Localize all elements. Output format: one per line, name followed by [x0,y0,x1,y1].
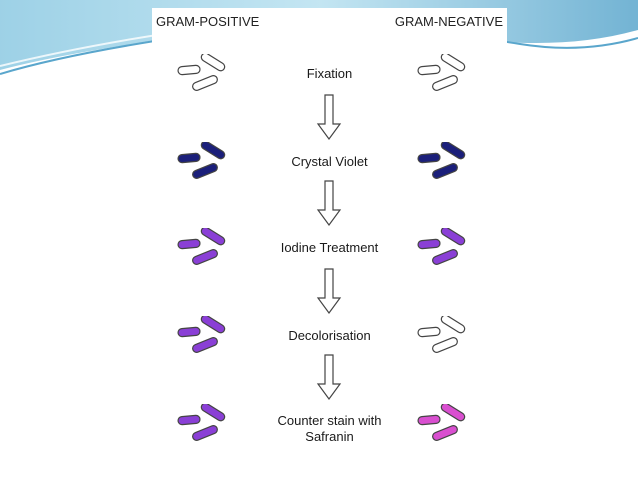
bacteria-rods-icon [417,316,466,353]
down-arrow-icon [316,180,342,226]
bacteria-rods-icon [417,228,466,265]
gram-stain-diagram: GRAM-POSITIVE GRAM-NEGATIVE Fixation Cry… [152,8,507,460]
bacteria-rods-icon [177,316,226,353]
bacteria-rods-icon [417,54,466,91]
step-decolorisation-label: Decolorisation [288,328,371,343]
bacteria-rods-icon [417,404,466,441]
down-arrow-icon [316,354,342,400]
step-counterstain-line1: Counter stain with [277,413,382,428]
step-fixation-label: Fixation [306,66,353,81]
step-iodine-label: Iodine Treatment [280,240,379,255]
step-crystal-violet-label: Crystal Violet [291,154,368,169]
step-counterstain-line2: Safranin [305,429,354,444]
step-counterstain-label: Counter stain with Safranin [242,413,417,445]
down-arrow-icon [316,94,342,140]
down-arrow-icon [316,268,342,314]
gram-negative-heading: GRAM-NEGATIVE [394,14,503,29]
bacteria-rods-icon [177,228,226,265]
bacteria-rods-icon [177,404,226,441]
bacteria-rods-icon [177,142,226,179]
bacteria-rods-icon [177,54,226,91]
bacteria-rods-icon [417,142,466,179]
gram-positive-heading: GRAM-POSITIVE [156,14,260,29]
